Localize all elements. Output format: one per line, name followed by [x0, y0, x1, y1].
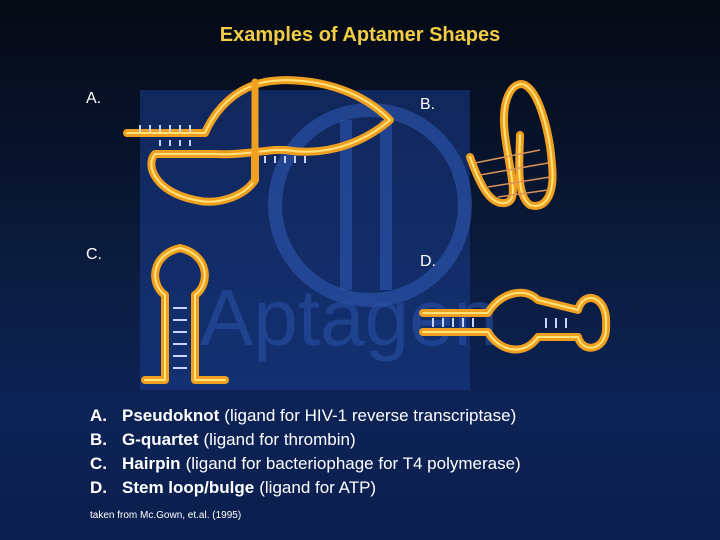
legend-description: (ligand for bacteriophage for T4 polymer… — [185, 454, 521, 473]
legend-row-d: D. Stem loop/bulge (ligand for ATP) — [90, 476, 521, 500]
legend-shape-name: Stem loop/bulge — [122, 478, 255, 497]
pseudoknot-diagram — [123, 76, 394, 206]
legend-row-c: C. Hairpin (ligand for bacteriophage for… — [90, 452, 521, 476]
page-title: Examples of Aptamer Shapes — [219, 24, 501, 46]
watermark-text: Aptagen — [200, 273, 498, 362]
legend-row-b: B. G-quartet (ligand for thrombin) — [90, 428, 521, 452]
source-credit: taken from Mc.Gown, et.al. (1995) — [90, 510, 242, 521]
legend-letter: B. — [90, 430, 107, 449]
hairpin-diagram — [141, 244, 229, 384]
legend-letter: A. — [90, 406, 107, 425]
stem-loop-bulge-diagram — [419, 288, 611, 354]
legend: A. Pseudoknot (ligand for HIV-1 reverse … — [90, 404, 521, 500]
g-quartet-diagram — [466, 80, 557, 210]
legend-shape-name: G-quartet — [122, 430, 199, 449]
panel-label-b: B. — [420, 96, 436, 113]
legend-shape-name: Hairpin — [122, 454, 181, 473]
legend-row-a: A. Pseudoknot (ligand for HIV-1 reverse … — [90, 404, 521, 428]
panel-label-c: C. — [86, 246, 102, 263]
legend-letter: C. — [90, 454, 107, 473]
legend-description: (ligand for HIV-1 reverse transcriptase) — [224, 406, 517, 425]
panel-label-a: A. — [86, 90, 102, 107]
legend-description: (ligand for thrombin) — [203, 430, 356, 449]
legend-description: (ligand for ATP) — [259, 478, 377, 497]
legend-letter: D. — [90, 478, 107, 497]
legend-shape-name: Pseudoknot — [122, 406, 220, 425]
panel-label-d: D. — [420, 253, 436, 270]
